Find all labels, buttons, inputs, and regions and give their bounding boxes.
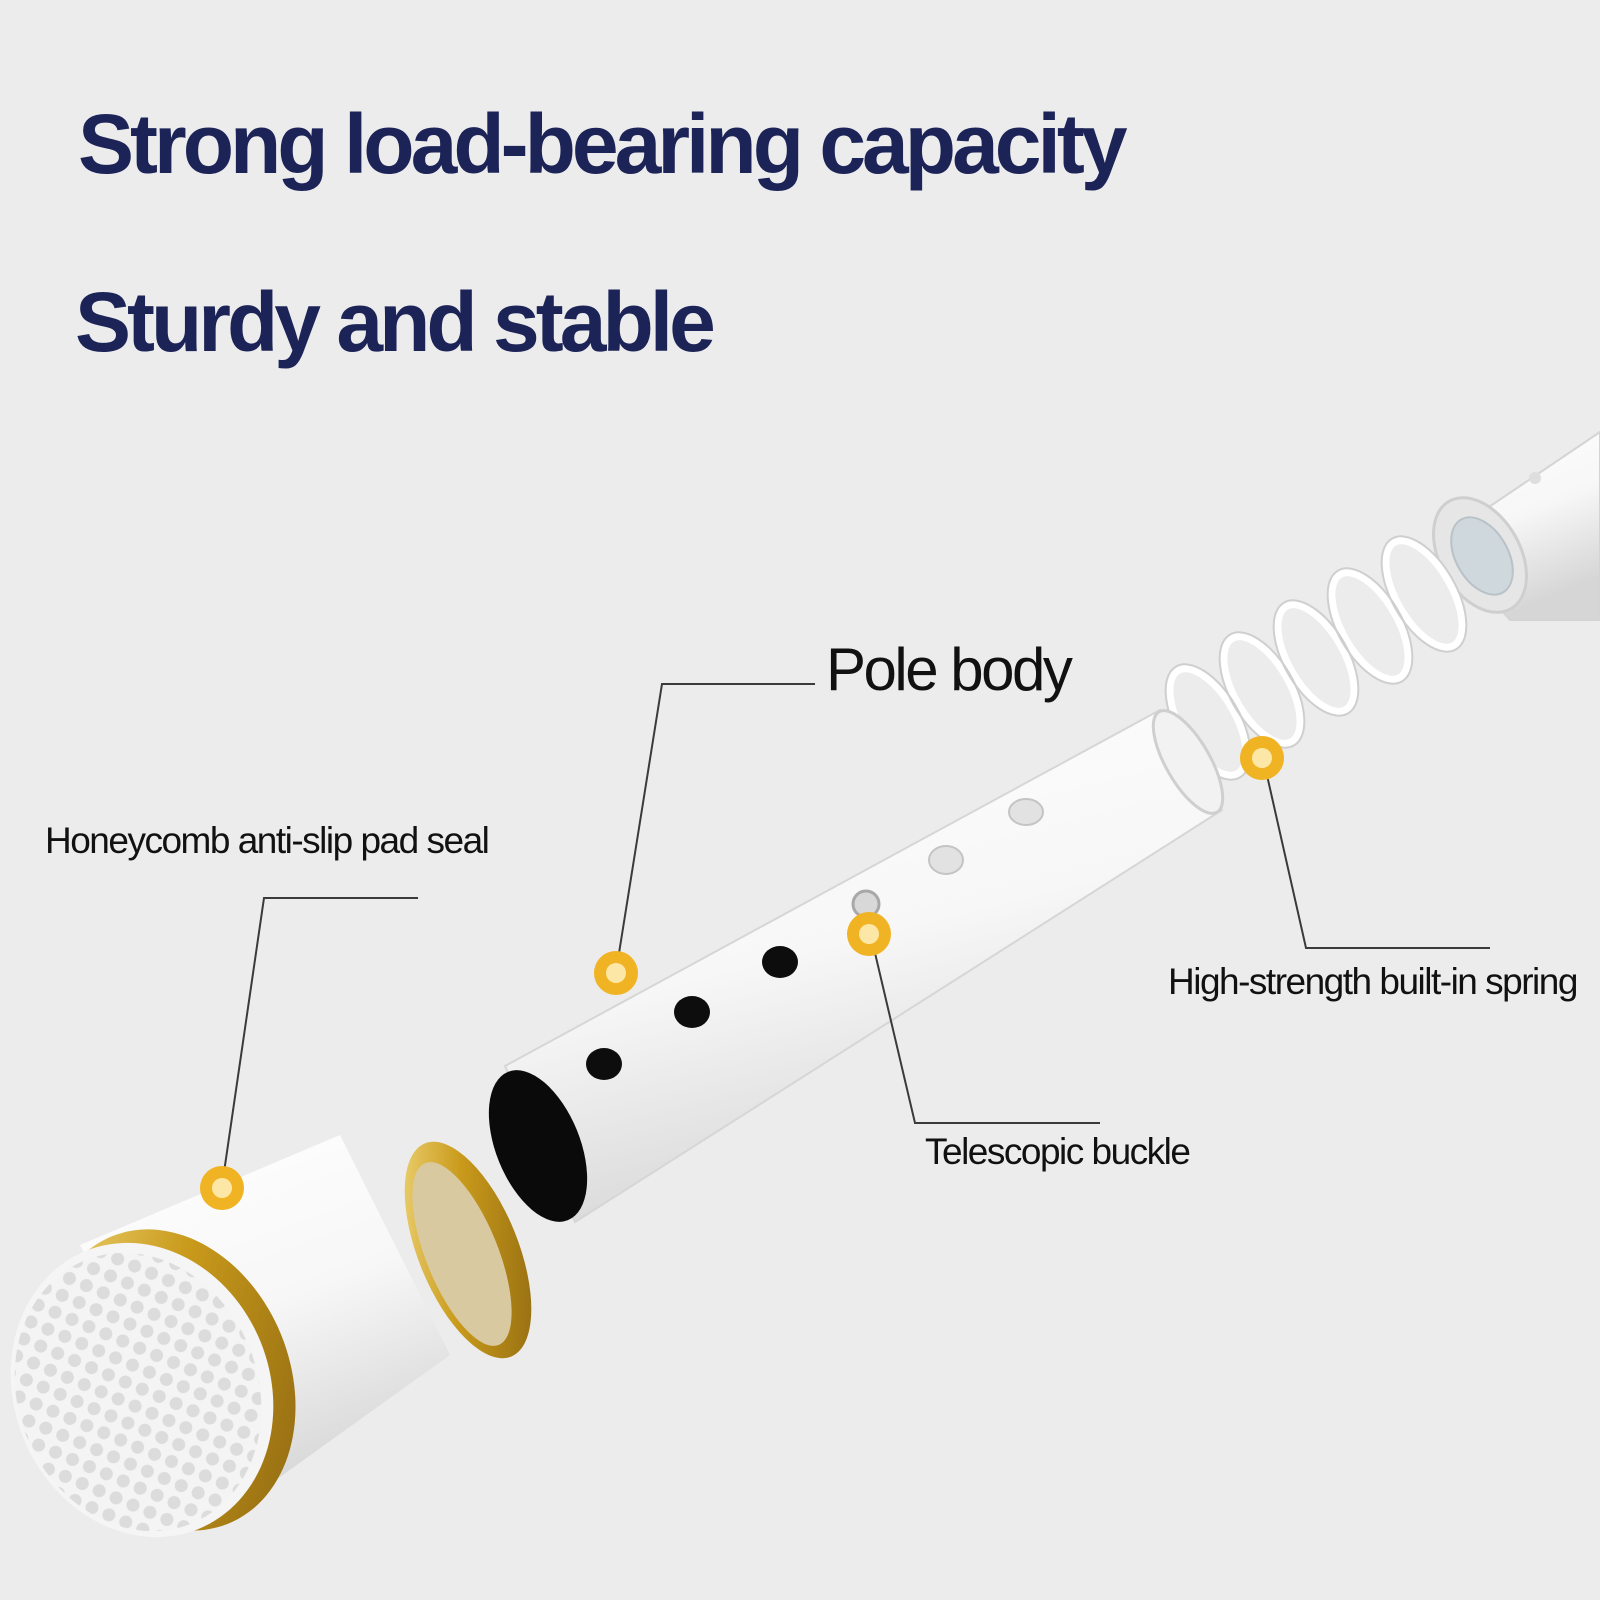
leader-spring bbox=[1263, 761, 1490, 949]
leader-buckle bbox=[870, 935, 1100, 1124]
marker-pad-seal bbox=[200, 1166, 244, 1210]
callout-pole-body: Pole body bbox=[826, 636, 1073, 703]
marker-spring bbox=[1240, 736, 1284, 780]
callout-markers bbox=[200, 736, 1284, 1210]
callout-buckle: Telescopic buckle bbox=[925, 1131, 1191, 1172]
headline-line-1: Strong load-bearing capacity bbox=[78, 97, 1128, 191]
callout-pad-seal: Honeycomb anti-slip pad seal bbox=[45, 820, 490, 861]
marker-pole-body bbox=[594, 951, 638, 995]
callout-spring: High-strength built-in spring bbox=[1168, 961, 1578, 1002]
leader-pad-seal bbox=[221, 897, 418, 1187]
leader-pole-body bbox=[615, 683, 815, 973]
built-in-spring bbox=[1165, 536, 1467, 780]
marker-buckle bbox=[847, 912, 891, 956]
headline-line-2: Sturdy and stable bbox=[75, 275, 716, 369]
adjustment-holes bbox=[586, 798, 1044, 1080]
end-cap bbox=[10, 1135, 532, 1538]
pole-body bbox=[488, 708, 1225, 1224]
upper-tube bbox=[1432, 430, 1600, 621]
leader-lines bbox=[221, 683, 1490, 1187]
